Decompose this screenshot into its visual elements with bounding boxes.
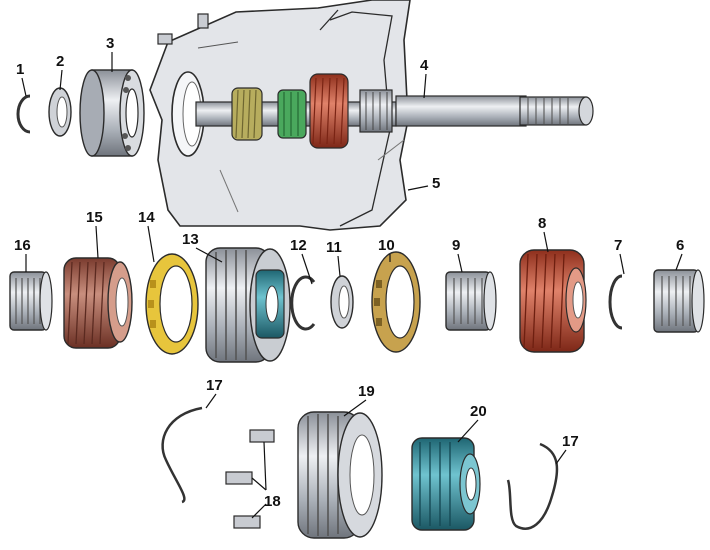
- callout-label: 20: [470, 403, 487, 420]
- callout-label: 1: [16, 61, 24, 78]
- callout-label: 19: [358, 383, 375, 400]
- callout-label: 17: [206, 377, 223, 394]
- leader-lines: [21, 52, 683, 519]
- secondary-shaft: [195, 73, 594, 149]
- washer: [330, 275, 354, 329]
- callout-label: 12: [290, 237, 307, 254]
- callout-label: 3: [106, 35, 114, 52]
- synchronizer-sleeve: [297, 411, 383, 539]
- red-gear: [519, 249, 587, 353]
- callout-label: 16: [14, 237, 31, 254]
- synchronizer-hub: [411, 437, 481, 531]
- spring-ring: [506, 442, 559, 530]
- callout-label: 10: [378, 237, 395, 254]
- callout-label: 17: [562, 433, 579, 450]
- circlip: [290, 275, 316, 331]
- washer: [48, 87, 72, 137]
- needle-bearing: [445, 271, 497, 331]
- callout-label: 15: [86, 209, 103, 226]
- callout-label: 9: [452, 237, 460, 254]
- callout-label: 4: [420, 57, 429, 74]
- needle-bearing: [653, 269, 705, 333]
- synchro-keys: [225, 429, 275, 529]
- copper-gear: [63, 257, 133, 349]
- callout-label: 7: [614, 237, 622, 254]
- spring-ring: [161, 406, 203, 504]
- callout-label: 6: [676, 237, 684, 254]
- callout-label: 13: [182, 231, 199, 248]
- callout-label: 5: [432, 175, 440, 192]
- ball-bearing: [79, 69, 145, 157]
- needle-bearing: [9, 271, 53, 331]
- callout-label: 2: [56, 53, 64, 70]
- circlip: [16, 94, 31, 134]
- callout-label: 8: [538, 215, 546, 232]
- callout-label: 14: [138, 209, 155, 226]
- callout-label: 11: [326, 239, 342, 256]
- circlip: [608, 274, 623, 330]
- synchro-ring: [371, 251, 421, 353]
- callout-label: 18: [264, 493, 281, 510]
- synchronizer-clutch: [205, 247, 291, 363]
- synchro-ring: [145, 253, 199, 355]
